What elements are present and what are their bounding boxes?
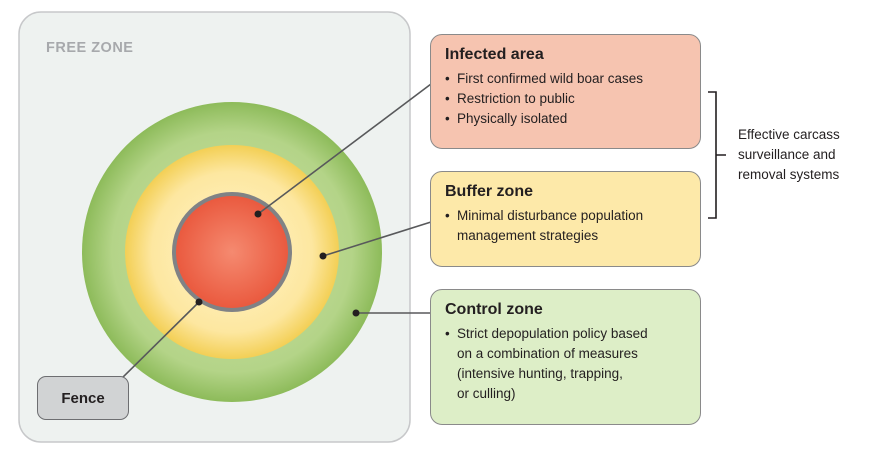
surveillance-note: Effective carcass surveillance and remov… [738,127,840,182]
infected-area-title: Infected area [445,46,544,63]
fence-connector-line [115,301,200,385]
surveillance-bracket [708,91,726,219]
free-zone-label: FREE ZONE [46,40,134,56]
infected-connector-line [257,83,432,215]
infected-area-box: Infected area First confirmed wild boar … [430,34,701,149]
buffer-zone-title: Buffer zone [445,183,533,200]
list-item-continuation: or culling) [457,386,516,401]
control-zone-box: Control zone Strict depopulation policy … [430,289,701,425]
list-item: Strict depopulation policy based [445,324,688,344]
infected-marker-dot [254,210,262,218]
control-marker-dot [352,309,360,317]
infected-area-circle [176,196,288,308]
list-item: Minimal disturbance population [445,206,688,226]
control-zone-title: Control zone [445,301,543,318]
list-item: Restriction to public [445,89,688,109]
list-item: First confirmed wild boar cases [445,69,688,89]
control-zone-list: Strict depopulation policy based on a co… [445,324,688,404]
list-item-continuation: management strategies [457,228,599,243]
infected-area-list: First confirmed wild boar cases Restrict… [445,69,688,129]
buffer-zone-list: Minimal disturbance population managemen… [445,206,688,246]
buffer-zone-box: Buffer zone Minimal disturbance populati… [430,171,701,267]
buffer-connector-line [322,221,432,257]
buffer-marker-dot [319,252,327,260]
list-item-continuation: on a combination of measures [457,346,638,361]
fence-label: Fence [37,376,129,420]
list-item: Physically isolated [445,109,688,129]
fence-marker-dot [195,298,203,306]
list-item-continuation: (intensive hunting, trapping, [457,366,623,381]
